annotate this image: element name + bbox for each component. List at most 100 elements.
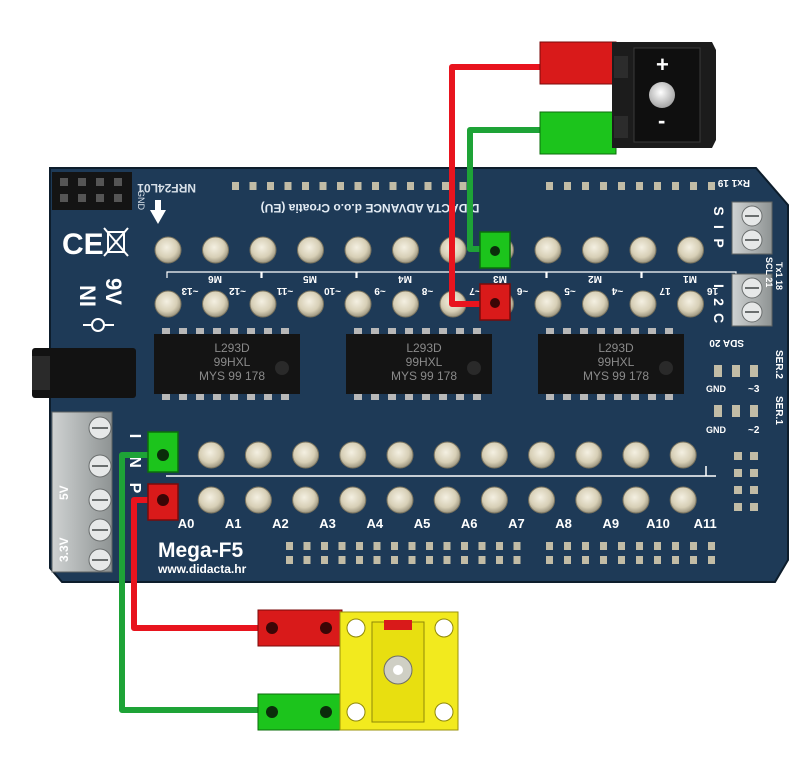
analog-hole-upper [433, 441, 461, 469]
top-pin-label: ~12 [229, 285, 246, 296]
analog-hole-lower [669, 486, 697, 514]
header-pin [618, 182, 625, 190]
nrf-pin [60, 178, 68, 186]
header-pin [636, 556, 643, 564]
servo-pin [732, 405, 740, 417]
header-pin [284, 182, 292, 190]
header-pin [426, 542, 433, 550]
header-pin [654, 556, 661, 564]
arrow-stem-icon [155, 200, 161, 211]
servo-pin [714, 405, 722, 417]
header-pin [654, 182, 661, 190]
side-letter: P [711, 238, 727, 247]
header-pin [750, 486, 758, 494]
analog-hole-lower [386, 486, 414, 514]
ni-label: NI [75, 285, 100, 307]
connector-green-m3[interactable] [479, 231, 511, 269]
header-pin [600, 556, 607, 564]
header-pin [338, 556, 346, 564]
l293d-chip [538, 334, 684, 394]
header-pin [354, 182, 362, 190]
nrf-header [52, 172, 132, 210]
top-pin-label: ~8 [421, 285, 433, 296]
board-url: www.didacta.hr [157, 562, 247, 576]
motor-label: M5 [303, 273, 317, 284]
servo-pin [732, 365, 740, 377]
bottom-yellow-module[interactable] [257, 609, 459, 731]
ce-mark-icon: CE [62, 228, 104, 261]
header-pin [546, 542, 553, 550]
analog-hole-upper [339, 441, 367, 469]
analog-hole-lower [433, 486, 461, 514]
header-pin [478, 542, 486, 550]
top-hole [344, 236, 372, 264]
nrf-pin [114, 178, 122, 186]
l293d-chip [346, 334, 492, 394]
header-pin [513, 556, 521, 564]
header-pin [546, 556, 553, 564]
top-pin-hole [202, 290, 229, 318]
nrf-pin [96, 178, 104, 186]
header-pin [459, 182, 467, 190]
connector-green-a0[interactable] [147, 431, 179, 473]
header-pin [636, 542, 643, 550]
arrow-down-icon [150, 210, 166, 224]
top-header-strip [232, 182, 715, 190]
side-letter: C [711, 313, 727, 323]
board-name: Mega-F5 [158, 539, 244, 562]
header-pin [600, 542, 607, 550]
ic-text: 99HXL [214, 355, 251, 369]
motor-label: M2 [588, 273, 602, 284]
top-pin-label: ~5 [564, 285, 576, 296]
header-pin [636, 182, 643, 190]
top-pin-label: ~7 [469, 285, 481, 296]
battery-label: BATTERY [37, 417, 51, 472]
top-hole [154, 236, 182, 264]
analog-label: A1 [225, 516, 242, 531]
analog-bracket-line [166, 466, 716, 477]
analog-hole-upper [244, 441, 272, 469]
header-pin [750, 469, 758, 477]
weee-bin-icon [103, 227, 129, 257]
rx1-label: Rx1 19 [717, 177, 750, 188]
top-motor-module[interactable]: + - [539, 41, 716, 155]
power-9v-label: 9V [101, 278, 126, 305]
side-letter: I [711, 284, 727, 288]
nrf-label: NRF24L01 [137, 181, 196, 195]
top-hole [297, 236, 324, 264]
top-pin-hole [249, 290, 277, 318]
servo-pin-block [714, 365, 758, 417]
connector-red-pin6[interactable] [479, 283, 511, 321]
gnd-top-label: GND [136, 190, 146, 211]
header-pin [391, 556, 398, 564]
header-pin [408, 556, 416, 564]
analog-hole-lower [339, 486, 367, 514]
header-pin [582, 542, 589, 550]
header-pin [373, 556, 381, 564]
analog-label: A11 [694, 516, 717, 531]
ic-text: 99HXL [406, 355, 443, 369]
ic-text: L293D [598, 341, 634, 355]
analog-label: A3 [319, 516, 336, 531]
top-pin-hole [344, 290, 372, 318]
ic-text: L293D [406, 341, 442, 355]
motor-label: M6 [208, 273, 222, 284]
motor-label: M4 [398, 273, 412, 284]
header-pin [672, 556, 679, 564]
pwm-2-label: ~2 [748, 425, 760, 436]
analog-label: A4 [366, 516, 383, 531]
analog-hole-lower [575, 486, 603, 514]
header-pin [373, 542, 381, 550]
analog-hole-lower [292, 486, 320, 514]
analog-hole-upper [292, 441, 320, 469]
header-pin [286, 542, 293, 550]
analog-label: A8 [555, 516, 572, 531]
side-letter: I [711, 225, 727, 229]
header-pin [443, 556, 451, 564]
header-pin [734, 469, 742, 477]
header-pin [267, 182, 274, 190]
analog-label: A10 [646, 516, 670, 531]
ic-text: L293D [214, 341, 250, 355]
connector-red-a0[interactable] [147, 483, 179, 521]
ser2-label: SER.2 [773, 350, 784, 379]
